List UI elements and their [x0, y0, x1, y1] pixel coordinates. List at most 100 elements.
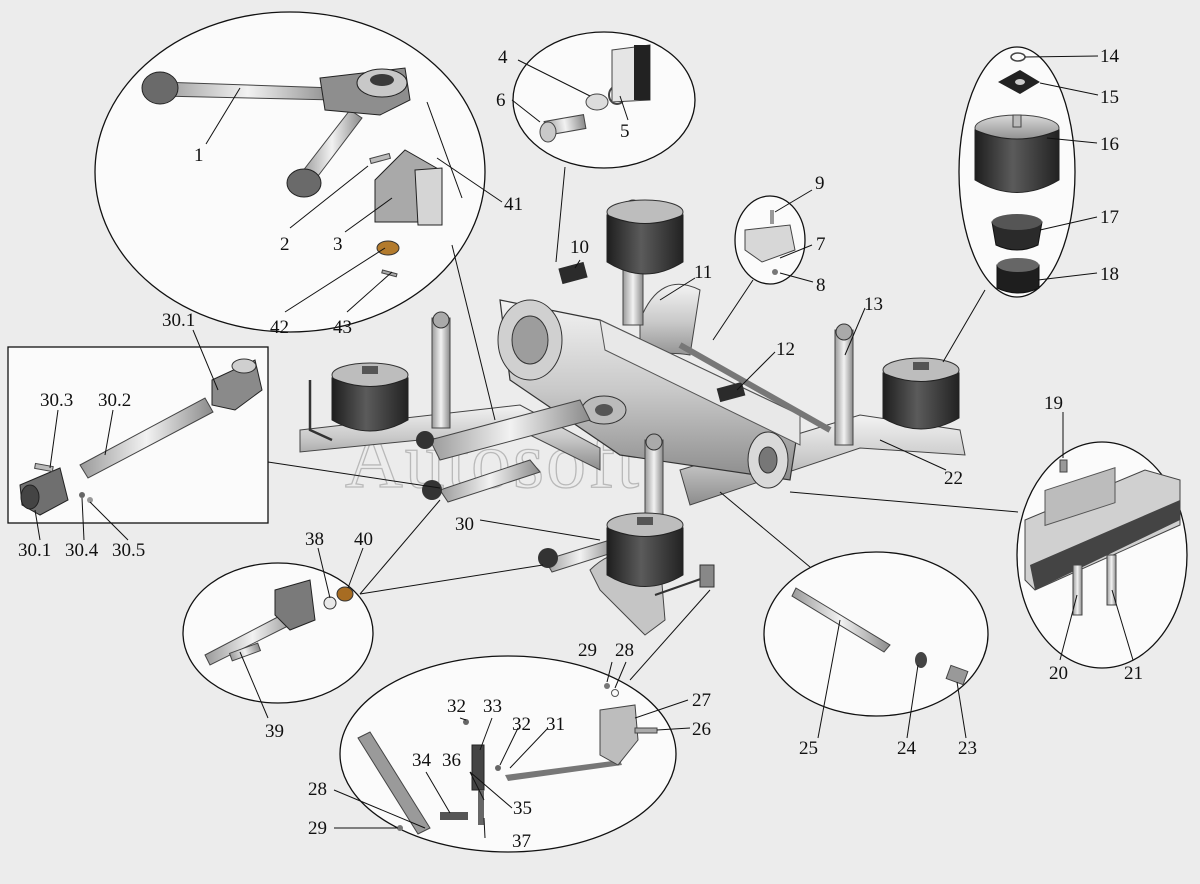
- bolt-21: [1106, 554, 1117, 606]
- control-arm-lower: [439, 459, 541, 503]
- callout-32-left: 32: [447, 696, 466, 717]
- control-arm-central: [429, 399, 591, 461]
- nut-40: [336, 586, 354, 602]
- washer-38: [323, 596, 337, 610]
- callout-labels: 1 2 3 41 42 43 4 5 6 7 8 9 10 11 12 13 1…: [18, 46, 1143, 852]
- link-34: [440, 812, 468, 820]
- anti-roll-bar-detail: [791, 587, 969, 686]
- bush-23: [945, 664, 969, 686]
- a-arm-bush-left: [141, 71, 179, 105]
- callout-25: 25: [799, 738, 818, 759]
- callout-14: 14: [1100, 46, 1120, 67]
- callout-30-5: 30.5: [112, 540, 145, 561]
- bracket-7: [744, 224, 796, 263]
- differential-flange-inner: [511, 315, 549, 365]
- callout-17: 17: [1100, 207, 1119, 228]
- callout-30-2: 30.2: [98, 390, 131, 411]
- bump-stop-10: [558, 261, 588, 285]
- callout-36: 36: [442, 750, 461, 771]
- tie-rod-tube: [79, 397, 214, 479]
- callout-29-lever: 29: [308, 818, 327, 839]
- callout-15: 15: [1100, 87, 1119, 108]
- upper-arm-detail: [141, 67, 443, 278]
- callout-29-valve: 29: [578, 640, 597, 661]
- callout-30-4: 30.4: [65, 540, 99, 561]
- callout-6: 6: [496, 90, 506, 111]
- callout-3: 3: [333, 234, 343, 255]
- callout-30: 30: [455, 514, 474, 535]
- callout-1: 1: [194, 145, 204, 166]
- rod-33: [471, 744, 485, 791]
- bellow-16: [974, 129, 1060, 193]
- frame-bolt-detail: [1024, 459, 1181, 616]
- bump-stop-12: [716, 381, 746, 403]
- callout-35: 35: [513, 798, 532, 819]
- level-valve-detail: [357, 683, 658, 835]
- air-bellow-front: [606, 512, 684, 587]
- callout-33: 33: [483, 696, 502, 717]
- mount-plate: [1044, 467, 1116, 527]
- lock-washer-4: [585, 93, 609, 111]
- nut-32b: [495, 765, 501, 771]
- left-link-bar: [308, 380, 333, 442]
- bush-center: [416, 431, 434, 449]
- callout-11: 11: [694, 262, 712, 283]
- washer-29b: [397, 825, 403, 831]
- callout-19: 19: [1044, 393, 1063, 414]
- bolt-2: [369, 152, 392, 165]
- nut-30-4: [79, 492, 85, 498]
- valve-body-main: [699, 564, 715, 588]
- valve-27: [599, 704, 639, 766]
- piston-17: [991, 221, 1043, 251]
- bush-left: [422, 480, 442, 500]
- bolt-30-3: [34, 462, 54, 473]
- callout-24: 24: [897, 738, 917, 759]
- bracket-3-plate: [414, 167, 443, 226]
- nut-42: [376, 240, 400, 256]
- callout-22: 22: [944, 468, 963, 489]
- callout-43: 43: [333, 317, 352, 338]
- lever-28: [357, 731, 431, 835]
- callout-30-1-bottom: 30.1: [18, 540, 51, 561]
- arm-31: [505, 760, 622, 781]
- bolt-washer-detail: [539, 44, 651, 143]
- callout-28-lever: 28: [308, 779, 327, 800]
- bolt-39: [228, 642, 262, 662]
- air-bellow-rear: [606, 199, 684, 275]
- callout-26: 26: [692, 719, 711, 740]
- detail-ellipse-arm-end: [182, 562, 374, 704]
- shock-absorber-front: [644, 433, 664, 521]
- air-bellow-left: [331, 362, 409, 432]
- callout-5: 5: [620, 121, 630, 142]
- callout-27: 27: [692, 690, 711, 711]
- callout-13: 13: [864, 294, 883, 315]
- main-axle-assembly: [299, 199, 966, 636]
- callout-2: 2: [280, 234, 290, 255]
- washer-28: [611, 689, 619, 697]
- arm-end-head: [274, 579, 316, 631]
- wheel-hub-inner: [758, 446, 778, 474]
- a-arm-ball-center: [370, 74, 394, 86]
- callout-37: 37: [512, 831, 531, 852]
- callout-8: 8: [816, 275, 826, 296]
- frame-rail-dark: [1030, 500, 1180, 590]
- shock-absorber-right: [834, 323, 854, 446]
- nut-8: [772, 269, 778, 275]
- callout-40: 40: [354, 529, 373, 550]
- callout-31: 31: [546, 714, 565, 735]
- nut-29: [604, 683, 610, 689]
- callout-9: 9: [815, 173, 825, 194]
- bracket-detail: [744, 210, 796, 275]
- leader-lines: [34, 55, 1134, 839]
- callout-28-valve: 28: [615, 640, 634, 661]
- stabilizer-bar: [678, 342, 832, 433]
- callout-41: 41: [504, 194, 523, 215]
- piston-base-18: [996, 264, 1040, 294]
- callout-4: 4: [498, 47, 508, 68]
- pin-30-5: [87, 497, 93, 503]
- callout-20: 20: [1049, 663, 1068, 684]
- bush-rear: [538, 548, 558, 568]
- callout-21: 21: [1124, 663, 1143, 684]
- arm-end-detail: [204, 579, 354, 666]
